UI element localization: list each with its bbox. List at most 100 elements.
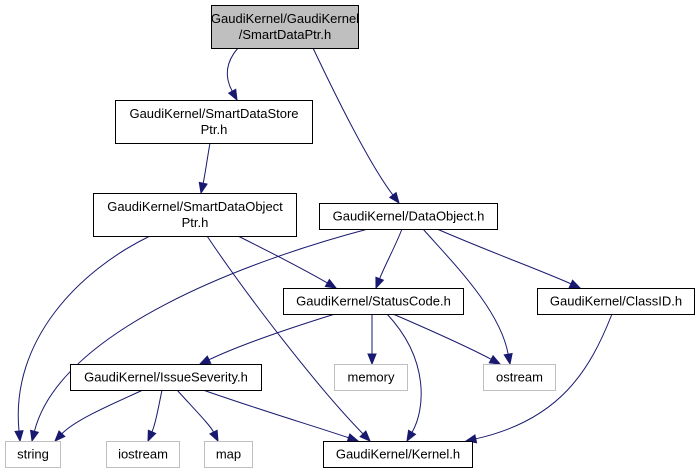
node-memory: memory [334,364,408,391]
node-box [204,441,253,468]
edge-issue-to-iostream [147,389,163,443]
edge-issue-to-kernel [202,389,360,443]
node-label: GaudiKernel/ClassID.h [550,294,682,309]
edge-line [422,228,509,355]
node-label: iostream [118,447,168,462]
node-iostream: iostream [106,441,180,468]
arrowhead-icon [406,429,417,443]
edge-line [61,389,144,435]
node-box [5,441,61,468]
edge-line [237,235,328,284]
node-box [211,5,359,49]
node-box [334,364,408,391]
edge-dataobj-to-string [29,228,369,443]
edge-status-to-memory [367,314,377,366]
arrowhead-icon [209,429,219,443]
node-label: GaudiKernel/SmartDataStore [129,106,298,121]
edge-line [176,389,214,433]
node-box [115,100,313,144]
edge-status-to-issue [198,313,336,365]
edge-status-to-kernel [386,313,422,443]
arrowhead-icon [198,181,208,195]
node-label: GaudiKernel/SmartDataObject [107,199,283,214]
edge-objptr-to-status [237,235,338,289]
node-label: GaudiKernel/GaudiKernel [211,11,359,26]
node-label: memory [348,370,395,385]
arrowhead-icon [29,429,40,443]
node-box [483,364,556,391]
node-string: string [5,441,61,468]
edge-objptr-to-string [14,235,151,443]
edge-issue-to-string [54,389,144,442]
arrowhead-icon [367,353,377,366]
edge-issue-to-map [176,389,219,443]
edge-line [312,47,394,196]
node-label: GaudiKernel/IssueSeverity.h [84,370,248,385]
edge-line [202,142,211,184]
edge-line [151,389,163,433]
node-root: GaudiKernel/GaudiKernel/SmartDataPtr.h [211,5,359,49]
node-box [106,441,180,468]
node-box [537,288,695,315]
edge-root-to-store [226,47,239,102]
edge-dataobj-to-classid [436,228,582,289]
node-label: GaudiKernel/Kernel.h [336,447,460,462]
edge-objptr-to-kernel [206,235,371,442]
edge-line [17,235,151,432]
arrowhead-icon [359,430,371,442]
edge-classid-to-kernel [464,313,613,444]
node-box [283,288,464,315]
node-box [319,203,498,230]
nodes-layer: GaudiKernel/GaudiKernel/SmartDataPtr.hGa… [5,5,695,468]
node-label: GaudiKernel/StatusCode.h [296,294,451,309]
edge-line [33,228,369,432]
edge-line [392,313,492,360]
node-label: map [216,447,241,462]
arrowhead-icon [568,279,582,289]
node-kernel[interactable]: GaudiKernel/Kernel.h [323,441,473,468]
node-issue[interactable]: GaudiKernel/IssueSeverity.h [70,364,262,391]
node-ostream: ostream [483,364,556,391]
node-dataobj[interactable]: GaudiKernel/DataObject.h [319,203,498,230]
node-status[interactable]: GaudiKernel/StatusCode.h [283,288,464,315]
edge-line [436,228,572,285]
edges-layer [14,47,613,444]
arrowhead-icon [14,430,24,443]
node-box [70,364,262,391]
node-box [93,193,297,237]
edge-dataobj-to-ostream [422,228,513,366]
arrowhead-icon [503,352,513,366]
edge-line [208,313,336,361]
node-label: string [17,447,49,462]
node-classid[interactable]: GaudiKernel/ClassID.h [537,288,695,315]
node-label: /SmartDataPtr.h [239,27,331,42]
arrowhead-icon [388,191,400,205]
edge-store-to-objptr [198,142,211,195]
arrowhead-icon [375,276,385,290]
edge-line [475,313,613,440]
arrowhead-icon [324,278,338,289]
arrowhead-icon [227,88,238,102]
edge-dataobj-to-status [375,228,403,290]
arrowhead-icon [488,354,502,365]
node-label: GaudiKernel/DataObject.h [333,209,485,224]
arrowhead-icon [54,430,66,442]
node-label: ostream [496,370,543,385]
edge-root-to-dataobj [312,47,400,205]
edge-line [379,228,403,279]
node-label: Ptr.h [182,215,209,230]
node-box [323,441,473,468]
edge-line [206,235,364,435]
arrowhead-icon [147,429,157,443]
edge-line [386,313,422,433]
edge-status-to-ostream [392,313,502,365]
arrowhead-icon [346,433,360,443]
node-label: Ptr.h [201,122,228,137]
edge-line [226,47,239,92]
node-map: map [204,441,253,468]
arrowhead-icon [198,355,212,365]
edge-line [202,389,349,439]
